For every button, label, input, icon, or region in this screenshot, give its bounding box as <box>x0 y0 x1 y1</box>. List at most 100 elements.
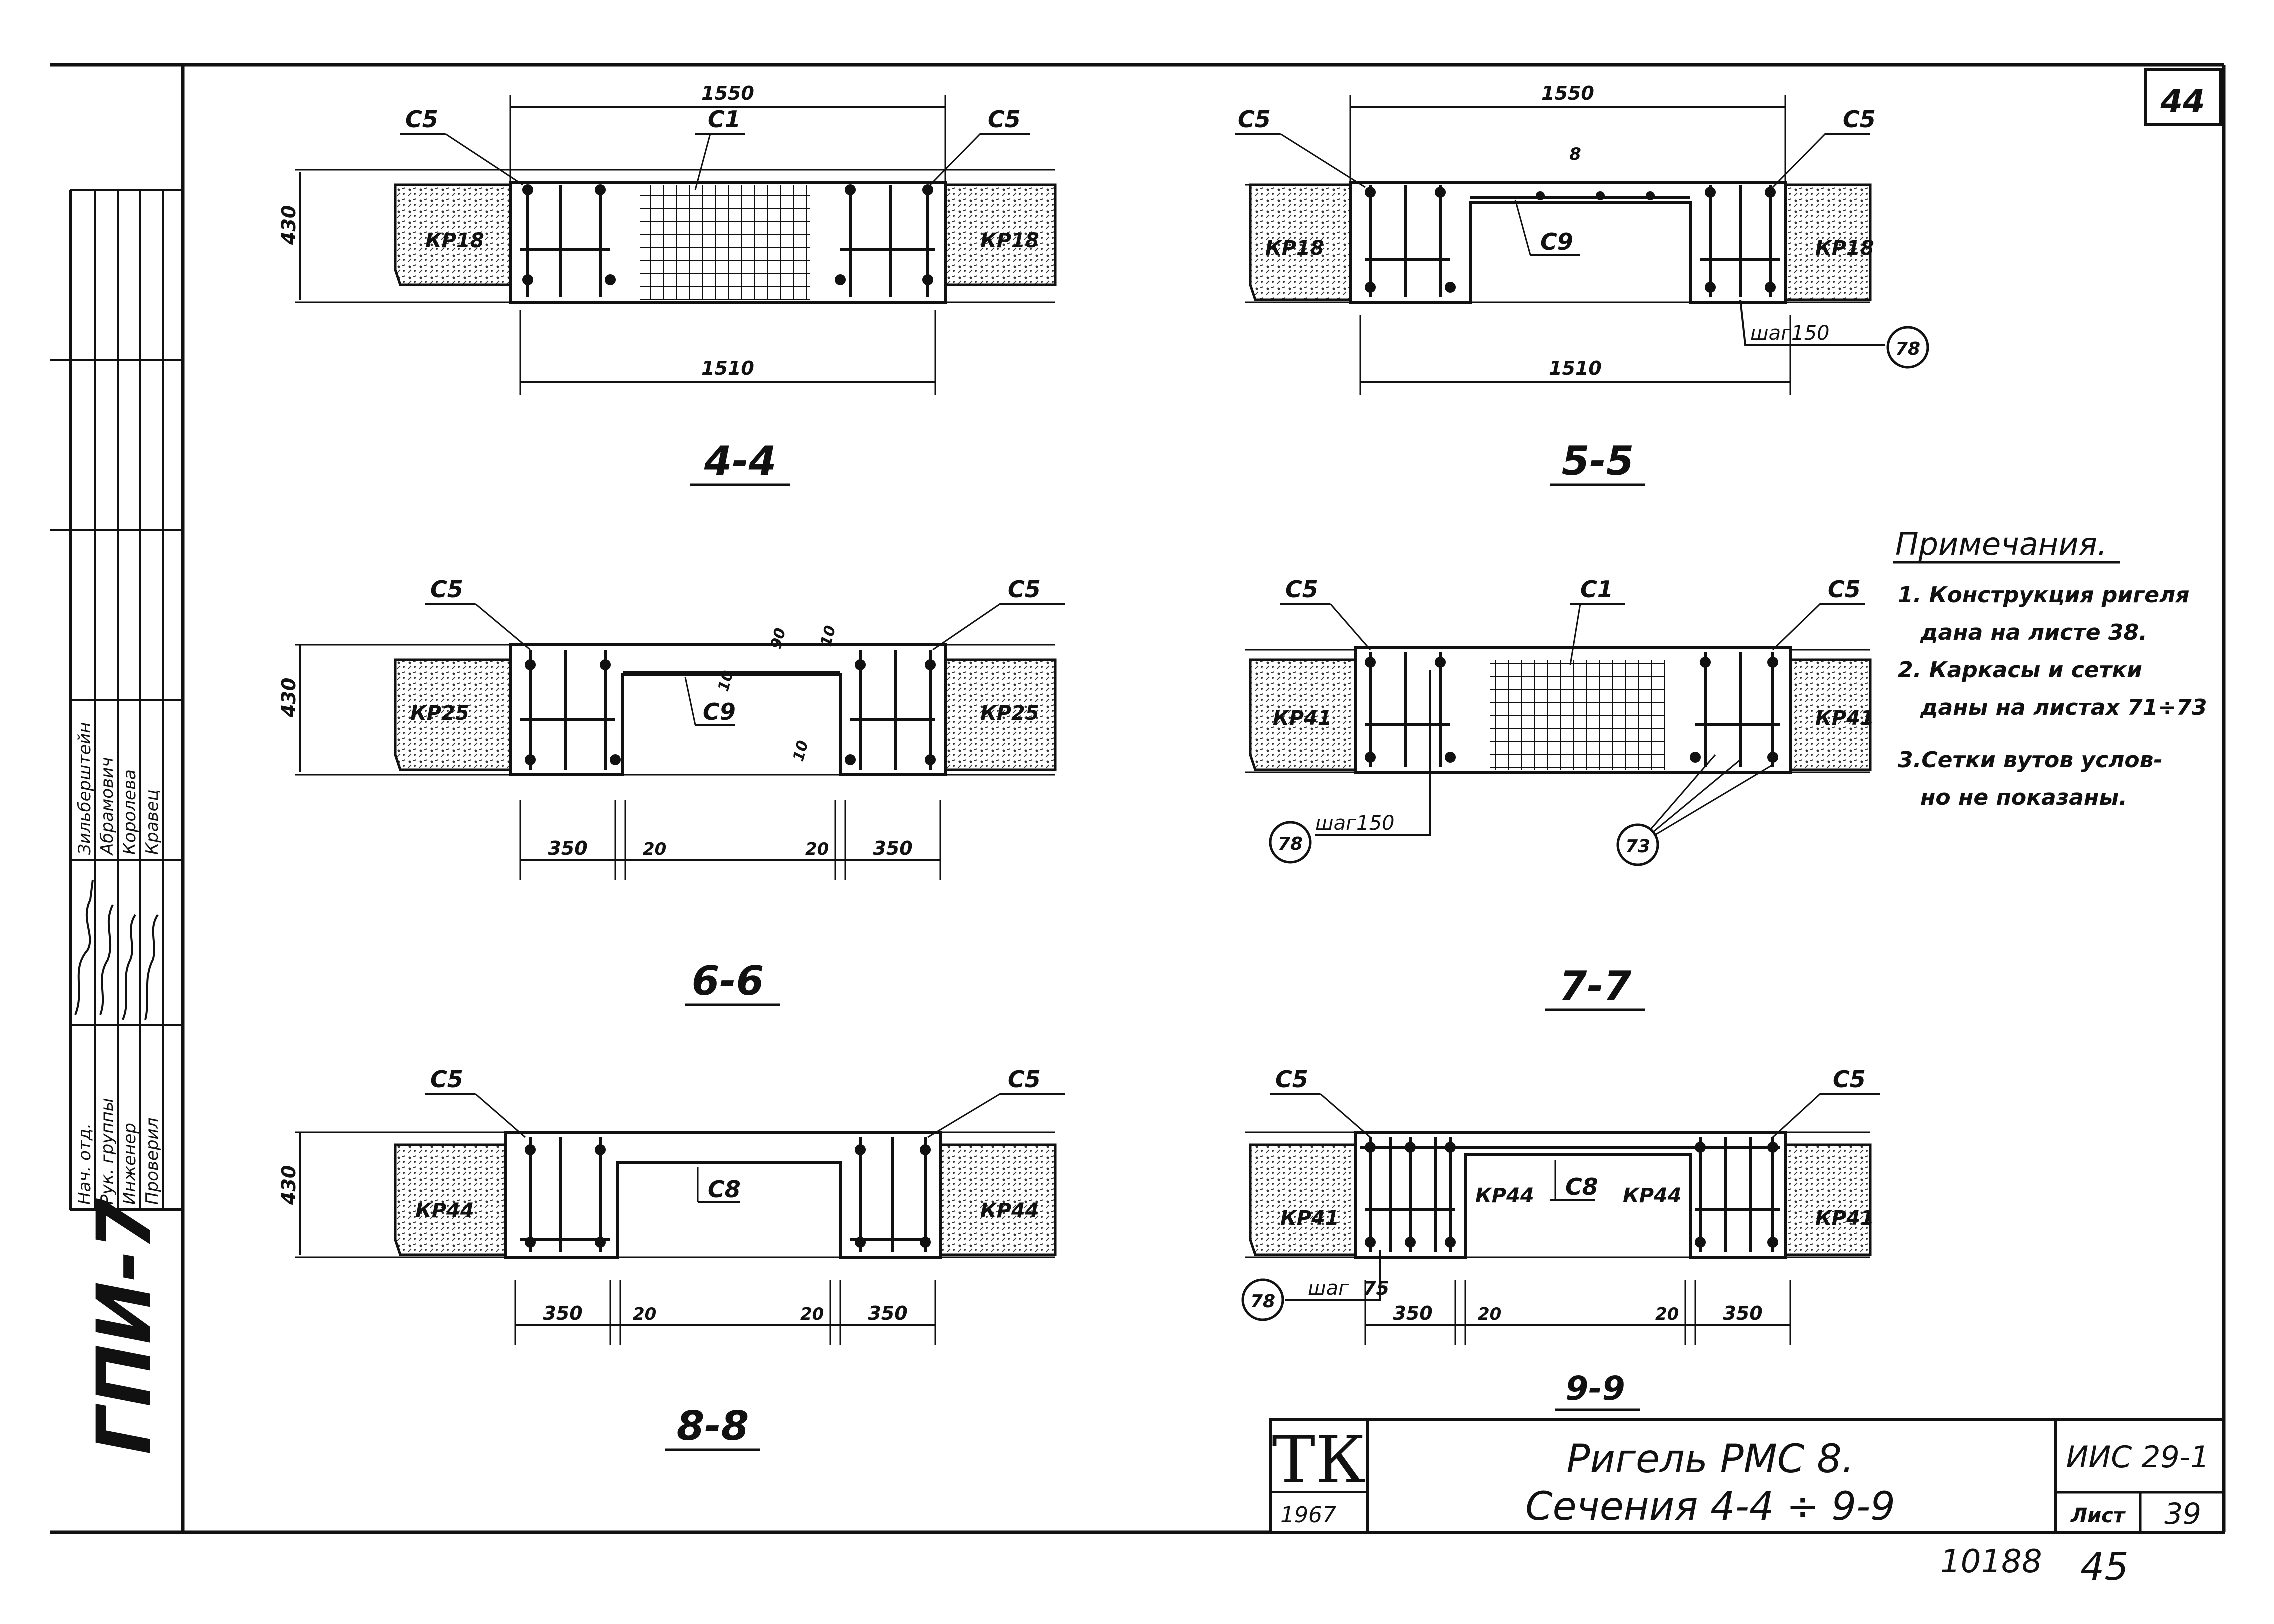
drawing-label: 1550 <box>701 82 754 104</box>
drawing-label: C5 <box>430 1066 463 1093</box>
drawing-label: дана на листе 38. <box>1920 620 2147 646</box>
drawing-label: КР25 <box>410 702 469 725</box>
drawing-label: C9 <box>1540 228 1573 256</box>
stamp-role-4: Проверил <box>142 1118 162 1205</box>
section-5-5: 1550 1510 8 C5 C9 C5 КР18 КР18 шаг150 78… <box>1235 82 1929 486</box>
drawing-label: КР18 <box>1815 237 1874 260</box>
drawing-label: 350 <box>1723 1302 1762 1324</box>
year: 1967 <box>1280 1502 1336 1528</box>
section-title: 9-9 <box>1565 1370 1625 1408</box>
drawing-label: 430 <box>278 206 300 246</box>
drawing-label: C5 <box>1828 576 1861 603</box>
drawing-label: 20 <box>800 1304 824 1324</box>
notes-heading: Примечания. <box>1895 526 2107 562</box>
drawing-label: C5 <box>1008 576 1041 603</box>
sheet-number-box: 44 <box>2144 68 2222 126</box>
drawing-label: 1550 <box>1541 82 1594 104</box>
drawing-label: C5 <box>1285 576 1318 603</box>
drawing-label: 20 <box>643 840 666 860</box>
section-title: 4-4 <box>704 438 777 484</box>
drawing-label: 350 <box>1393 1302 1432 1324</box>
section-4-4: 1550 1510 430 C5 C1 C5 КР18 КР18 4-4 <box>278 82 1057 486</box>
drawing-label: 350 <box>543 1302 582 1324</box>
drawing-label: КР25 <box>980 702 1039 725</box>
stamp-name-3: Королева <box>120 770 140 855</box>
drawing-label: КР18 <box>425 230 484 252</box>
sheet-frame <box>50 63 2226 1534</box>
side-stamp: Нач. отд. Рук. группы Инженер Проверил З… <box>50 189 183 1455</box>
stamp-role-1: Нач. отд. <box>75 1124 95 1205</box>
drawing-label: C5 <box>405 106 438 133</box>
drawing-label: C5 <box>988 106 1021 133</box>
drawing-label: 1. Конструкция ригеля <box>1898 582 2190 608</box>
drawing-label: C5 <box>1008 1066 1041 1093</box>
drawing-label: C5 <box>1833 1066 1866 1093</box>
drawing-label: КР18 <box>1265 237 1324 260</box>
drawing-label: 78 <box>1278 834 1303 854</box>
drawing-label: 350 <box>868 1302 907 1324</box>
drawing-label: КР41 <box>1815 707 1874 730</box>
drawing-label: 430 <box>278 678 300 718</box>
drawing-label: 75 <box>1363 1278 1389 1300</box>
drawing-label: шаг <box>1308 1277 1349 1300</box>
drawing-label: C8 <box>708 1176 741 1203</box>
drawing-label: C8 <box>1565 1174 1598 1200</box>
drawing-title: Ригель РМС 8. <box>1566 1437 1854 1482</box>
stamp-name-2: Абрамович <box>97 758 117 856</box>
org-logo: ТК <box>1272 1422 1365 1498</box>
drawing-label: 20 <box>1655 1304 1679 1324</box>
archive-number: 10188 <box>1940 1544 2042 1580</box>
drawing-label: КР44 <box>415 1200 474 1222</box>
drawing-label: 2. Каркасы и сетки <box>1898 658 2142 683</box>
section-7-7: C5 C1 C5 КР41 КР41 шаг150 78 73 7-7 <box>1245 576 1874 1012</box>
drawing-label: 1510 <box>701 358 754 380</box>
stamp-role-3: Инженер <box>120 1123 140 1205</box>
drawing-label: шаг150 <box>1750 322 1829 345</box>
series-code: ГПИ-7 <box>81 1198 168 1455</box>
drawing-label: 3.Сетки вутов услов- <box>1898 748 2163 773</box>
drawing-label: 8 <box>1569 144 1581 164</box>
drawing-subtitle: Сечения 4-4 ÷ 9-9 <box>1525 1484 1895 1530</box>
section-6-6: 430 90 10 10 10 C5 C9 C5 КР25 КР25 350 2… <box>278 576 1065 1006</box>
section-title: 7-7 <box>1559 963 1632 1010</box>
drawing-label: 1510 <box>1549 358 1602 380</box>
drawing-label: даны на листах 71÷73 <box>1920 695 2207 720</box>
drawing-label: 78 <box>1250 1292 1275 1312</box>
drawing-label: 73 <box>1625 836 1650 857</box>
stamp-role-2: Рук. группы <box>97 1098 117 1205</box>
notes-block: Примечания. 1. Конструкция ригеля дана н… <box>1893 526 2207 810</box>
drawing-label: C5 <box>1843 106 1876 133</box>
drawing-label: 20 <box>1478 1304 1501 1324</box>
drawing-label: C1 <box>708 106 741 133</box>
sheet-label: Лист <box>2070 1504 2126 1528</box>
drawing-label: КР18 <box>980 230 1039 252</box>
section-title: 5-5 <box>1562 438 1634 484</box>
drawing-label: C1 <box>1580 576 1613 603</box>
drawing-label: 78 <box>1895 339 1920 360</box>
section-title: 8-8 <box>677 1403 749 1450</box>
sheet-value: 39 <box>2164 1497 2201 1531</box>
drawing-label: 350 <box>548 838 587 860</box>
section-9-9: C5 C8 C5 КР41 КР41 КР44 КР44 78 шаг 75 3… <box>1241 1066 1880 1412</box>
drawing-label: C5 <box>430 576 463 603</box>
drawing-label: 430 <box>278 1166 300 1206</box>
stamp-name-4: Кравец <box>142 790 162 855</box>
signatures <box>74 880 159 1020</box>
drawing-label: C5 <box>1238 106 1271 133</box>
section-8-8: 430 C5 C8 C5 КР44 КР44 350 20 20 350 8-8 <box>278 1066 1065 1452</box>
drawing-label: но не показаны. <box>1920 785 2127 810</box>
drawing-label: КР44 <box>1623 1184 1682 1208</box>
doc-code: ИИС 29-1 <box>2066 1440 2210 1475</box>
drawing-label: 10 <box>790 739 812 764</box>
drawing-label: КР44 <box>1475 1184 1534 1208</box>
drawing-label: 350 <box>873 838 912 860</box>
drawing-label: 20 <box>633 1304 656 1324</box>
drawing-label: шаг150 <box>1315 812 1394 835</box>
sheet-number: 44 <box>2160 84 2205 120</box>
drawing-label: КР41 <box>1815 1207 1874 1230</box>
drawing-label: 20 <box>805 840 829 860</box>
section-title: 6-6 <box>692 958 764 1004</box>
page-number: 45 <box>2080 1544 2129 1589</box>
drawing-label: C5 <box>1275 1066 1308 1093</box>
